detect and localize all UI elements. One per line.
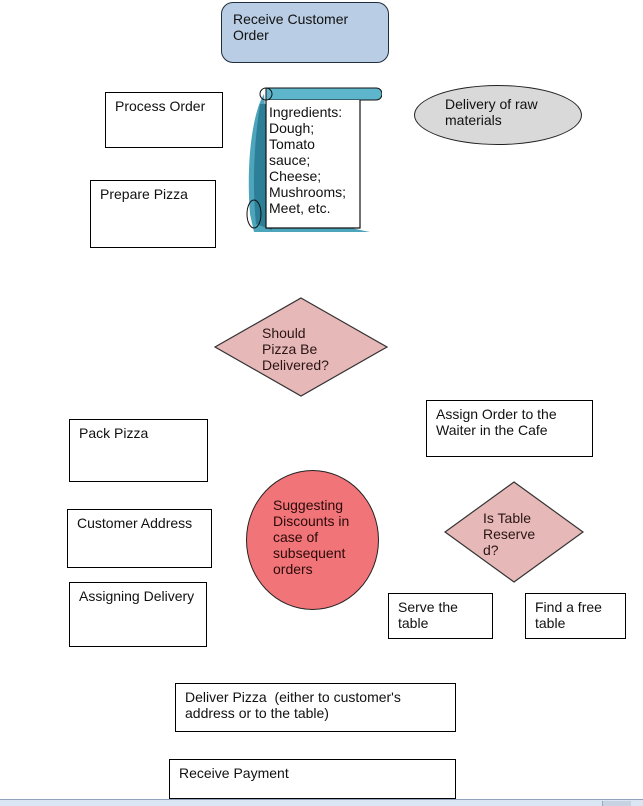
assign-waiter-line: Assign Order to the — [436, 406, 557, 422]
process-order-node[interactable]: Process Order — [105, 92, 223, 148]
ingredients-line: Cheese; — [269, 168, 322, 184]
discount-line: case of — [273, 529, 319, 545]
suggesting-discounts-node[interactable]: Suggesting Discounts in case of subseque… — [246, 470, 379, 610]
ingredients-line: Dough; — [269, 120, 315, 136]
ingredients-line: Tomato — [269, 136, 315, 152]
scrollbar-thumb[interactable] — [602, 801, 631, 806]
pack-pizza-label: Pack Pizza — [79, 425, 149, 441]
find-table-line: Find a free — [535, 599, 602, 615]
discount-line: subsequent — [273, 545, 346, 561]
receive-customer-order-line1: Receive Customer Order — [233, 11, 349, 43]
customer-address-node[interactable]: Customer Address — [67, 509, 212, 568]
decision-line: Should — [262, 325, 306, 341]
assign-order-waiter-node[interactable]: Assign Order to the Waiter in the Cafe — [426, 400, 593, 457]
find-table-line: table — [535, 615, 566, 631]
decision-diamond-shape — [214, 297, 388, 397]
serve-the-table-node[interactable]: Serve the table — [388, 593, 493, 639]
assign-waiter-line: Waiter in the Cafe — [436, 422, 548, 438]
decision-diamond-shape — [444, 481, 584, 583]
customer-address-label: Customer Address — [77, 515, 193, 531]
deliver-pizza-node[interactable]: Deliver Pizza (either to customer's addr… — [175, 683, 456, 732]
prepare-pizza-label: Prepare Pizza — [100, 186, 188, 202]
discount-line: Suggesting — [273, 497, 344, 513]
table-reserved-line: Reserve — [483, 526, 536, 542]
delivery-raw-line: Delivery of raw — [445, 96, 538, 112]
ingredients-scroll-node[interactable]: Ingredients: Dough; Tomato sauce; Cheese… — [242, 84, 383, 236]
ingredients-line: Mushrooms; — [269, 184, 347, 200]
serve-table-line: table — [398, 615, 429, 631]
is-table-reserved-decision[interactable]: Is Table Reserve d? — [444, 481, 584, 583]
discount-line: Discounts in — [273, 513, 350, 529]
deliver-pizza-line: address or to the table) — [185, 705, 329, 721]
table-reserved-line: d? — [483, 542, 499, 558]
receive-payment-label: Receive Payment — [179, 765, 289, 781]
assigning-delivery-label: Assigning Delivery — [79, 588, 195, 604]
process-order-label: Process Order — [115, 98, 206, 114]
discount-line: orders — [273, 561, 313, 577]
decision-line: Delivered? — [262, 357, 329, 373]
ingredients-line: Ingredients: — [269, 104, 343, 120]
serve-table-line: Serve the — [398, 599, 458, 615]
ingredients-line: sauce; — [269, 152, 311, 168]
assigning-delivery-node[interactable]: Assigning Delivery — [69, 582, 207, 647]
receive-payment-node[interactable]: Receive Payment — [169, 759, 456, 799]
scroll-icon — [246, 87, 383, 232]
horizontal-scrollbar[interactable] — [0, 799, 643, 806]
table-reserved-line: Is Table — [483, 510, 531, 526]
deliver-pizza-line: Deliver Pizza (either to customer's — [185, 689, 401, 705]
should-pizza-be-delivered-decision[interactable]: Should Pizza Be Delivered? — [214, 297, 388, 397]
prepare-pizza-node[interactable]: Prepare Pizza — [90, 180, 216, 248]
ingredients-line: Meet, etc. — [269, 200, 331, 216]
delivery-raw-materials-node[interactable]: Delivery of raw materials — [414, 85, 582, 145]
pack-pizza-node[interactable]: Pack Pizza — [69, 419, 208, 482]
find-free-table-node[interactable]: Find a free table — [525, 593, 626, 639]
delivery-raw-line: materials — [445, 112, 502, 128]
decision-line: Pizza Be — [262, 341, 318, 357]
receive-customer-order-node[interactable]: Receive Customer Order — [221, 2, 389, 63]
